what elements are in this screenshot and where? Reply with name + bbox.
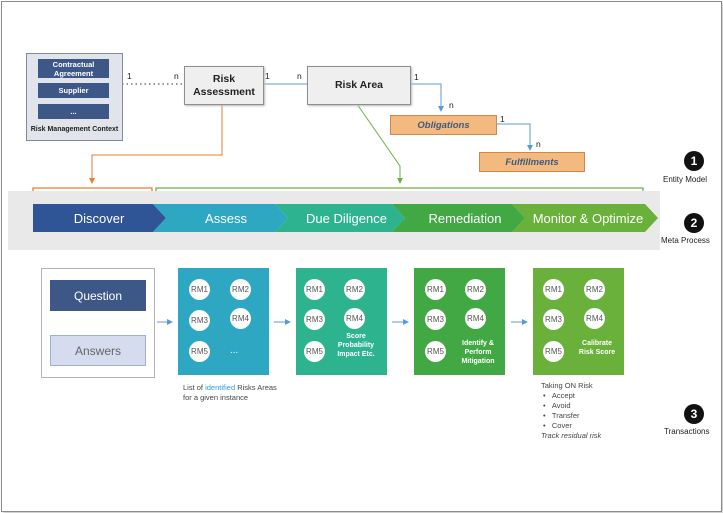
risk-area-circle: RM1 xyxy=(425,279,446,300)
caption-text: Risks Areas xyxy=(235,383,277,392)
question-box: Question xyxy=(50,280,146,311)
cardinality-label: n xyxy=(449,100,454,110)
risk-area-circle: RM3 xyxy=(304,309,325,330)
assess-tile: RM1 RM2 RM3 RM4 RM5 ... xyxy=(178,268,269,375)
context-label: Risk Management Context xyxy=(30,126,119,133)
risk-area-circle: RM4 xyxy=(465,308,486,329)
cardinality-label: 1 xyxy=(414,72,419,82)
cardinality-label: n xyxy=(536,139,541,149)
context-item-more: ... xyxy=(38,104,109,119)
caption-highlight: identified xyxy=(205,383,236,392)
chevron-discover xyxy=(33,204,166,232)
cardinality-label: n xyxy=(174,71,179,81)
risk-area-circle: RM5 xyxy=(189,341,210,362)
taking-on-risk-item: • Avoid xyxy=(543,401,571,410)
section-badge-3: 3 xyxy=(684,404,704,424)
risk-area-circle: RM5 xyxy=(304,341,325,362)
step-monitor-optimize-label: Monitor & Optimize xyxy=(532,210,644,226)
risk-assessment-entity: Risk Assessment xyxy=(184,66,264,105)
risk-areas-caption: List of identified Risks Areas for a giv… xyxy=(183,383,277,403)
obligations-entity: Obligations xyxy=(390,115,497,135)
step-discover-label: Discover xyxy=(73,210,125,226)
chevron-due-diligence xyxy=(275,204,405,232)
track-residual-risk: Track residual risk xyxy=(541,431,602,440)
risk-management-context: Contractual Agreement Supplier ... Risk … xyxy=(26,53,123,141)
risk-area-circle: RM3 xyxy=(425,309,446,330)
taking-on-risk-item: • Accept xyxy=(543,391,575,400)
chevron-remediation xyxy=(392,204,525,232)
due-diligence-tile: RM1 RM2 RM3 RM4 RM5 Score Probability Im… xyxy=(296,268,387,375)
risk-area-circle: RM5 xyxy=(543,341,564,362)
risk-area-entity: Risk Area xyxy=(307,66,411,105)
step-due-diligence-label: Due Diligence xyxy=(306,210,387,226)
tile-note: Calibrate Risk Score xyxy=(578,340,616,356)
cardinality-label: n xyxy=(297,71,302,81)
risk-area-circle: RM4 xyxy=(344,308,365,329)
taking-on-risk-item: • Transfer xyxy=(543,411,580,420)
chevron-assess xyxy=(153,204,288,232)
step-remediation-label: Remediation xyxy=(428,210,502,226)
assessment-discover-link xyxy=(89,104,223,184)
fulfillments-entity: Fulfillments xyxy=(479,152,585,172)
monitor-tile: RM1 RM2 RM3 RM4 RM5 Calibrate Risk Score xyxy=(533,268,624,375)
more-indicator: ... xyxy=(230,345,239,356)
caption-text: for a given instance xyxy=(183,393,249,402)
context-item-contractual-agreement: Contractual Agreement xyxy=(38,59,109,78)
section-badge-2: 2 xyxy=(684,213,704,233)
chevron-monitor-optimize xyxy=(512,204,658,232)
answers-box: Answers xyxy=(50,335,146,366)
risk-area-circle: RM2 xyxy=(344,279,365,300)
context-item-supplier: Supplier xyxy=(38,83,109,98)
discover-panel: Question Answers xyxy=(41,268,155,378)
risk-area-circle: RM4 xyxy=(230,308,251,329)
area-process-link xyxy=(356,103,403,184)
cardinality-label: 1 xyxy=(500,114,505,124)
caption-text: List of xyxy=(183,383,206,392)
cardinality-label: 1 xyxy=(265,71,270,81)
tile-note: Score Probability Impact Etc. xyxy=(337,333,375,358)
area-obligations-link xyxy=(410,83,444,112)
risk-area-circle: RM3 xyxy=(543,309,564,330)
risk-area-circle: RM2 xyxy=(584,279,605,300)
risk-area-circle: RM1 xyxy=(189,279,210,300)
obligations-fulfillments-link xyxy=(496,123,533,151)
risk-area-circle: RM2 xyxy=(465,279,486,300)
risk-area-circle: RM3 xyxy=(189,310,210,331)
risk-area-circle: RM1 xyxy=(543,279,564,300)
risk-area-circle: RM2 xyxy=(230,279,251,300)
taking-on-risk: Taking ON Risk • Accept • Avoid • Transf… xyxy=(541,381,601,441)
section-label-transactions: Transactions xyxy=(664,427,710,436)
section-label-meta-process: Meta Process xyxy=(661,236,710,245)
tile-note: Identify & Perform Mitigation xyxy=(461,340,495,365)
taking-on-risk-item: • Cover xyxy=(543,421,572,430)
remediation-tile: RM1 RM2 RM3 RM4 RM5 Identify & Perform M… xyxy=(414,268,505,375)
cardinality-label: 1 xyxy=(127,71,132,81)
risk-area-circle: RM5 xyxy=(425,341,446,362)
section-badge-1: 1 xyxy=(684,151,704,171)
risk-area-circle: RM4 xyxy=(584,308,605,329)
section-label-entity-model: Entity Model xyxy=(663,175,708,184)
step-assess-label: Assess xyxy=(205,210,247,226)
taking-on-risk-title: Taking ON Risk xyxy=(541,381,593,390)
risk-area-circle: RM1 xyxy=(304,279,325,300)
